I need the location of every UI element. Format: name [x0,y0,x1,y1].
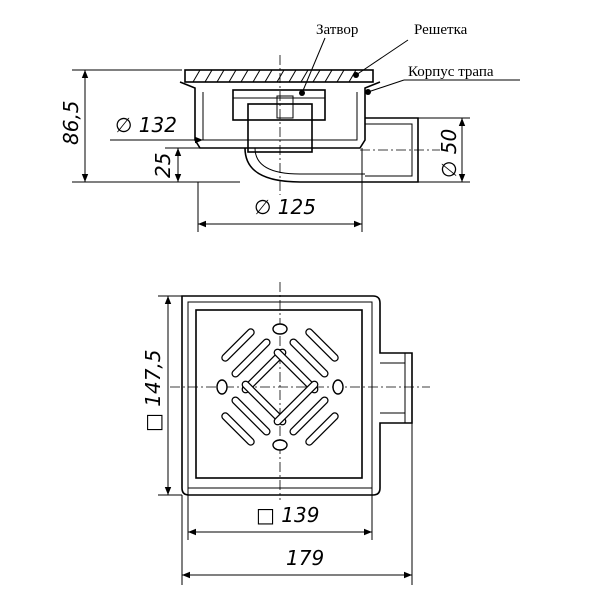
dim-25: 25 [151,147,200,182]
grate-tab [272,439,288,451]
grate-tab [272,323,288,335]
dim-label-125: ∅ 125 [254,195,316,219]
grate-tab [332,379,344,395]
dim-label-132: ∅ 132 [115,113,177,137]
grate-slot [222,329,254,361]
drain-body-top [181,295,413,496]
dim-label-86-5: 86,5 [59,100,83,145]
grate [184,69,374,83]
grate-slot [290,339,328,377]
dim-label-139: □ 139 [256,503,319,527]
dim-86-5: 86,5 [59,69,240,183]
dim-label-147-5: □ 147,5 [141,349,165,432]
dim-179: 179 [181,423,413,585]
dim-139: □ 139 [187,488,373,540]
grate-slot [306,329,338,361]
dim-label-25: 25 [151,153,175,178]
trap [232,89,326,121]
grate-slot [232,397,270,435]
top-view [170,282,430,500]
grate-slot [306,413,338,445]
grate-top [195,309,363,479]
grate-tab [216,379,228,395]
grate-slot [222,413,254,445]
dim-147-5: □ 147,5 [141,295,182,496]
grate-slots [216,323,344,451]
label-zatvor: Затвор [316,22,358,38]
dim-132: ∅ 132 [110,113,203,144]
grate-slot [242,349,286,393]
dim-125: ∅ 125 [197,148,363,232]
grate-slot [274,381,318,425]
side-section-view [179,37,520,195]
dim-50: ∅ 50 [418,117,470,183]
grate-slot [242,381,286,425]
label-korpus: Корпус трапа [408,64,494,80]
grate-slot [290,397,328,435]
dim-label-50: ∅ 50 [437,129,461,178]
dim-label-179: 179 [286,546,324,570]
grate-slot [274,349,318,393]
label-reshetka: Решетка [414,22,468,38]
grate-slot [232,339,270,377]
